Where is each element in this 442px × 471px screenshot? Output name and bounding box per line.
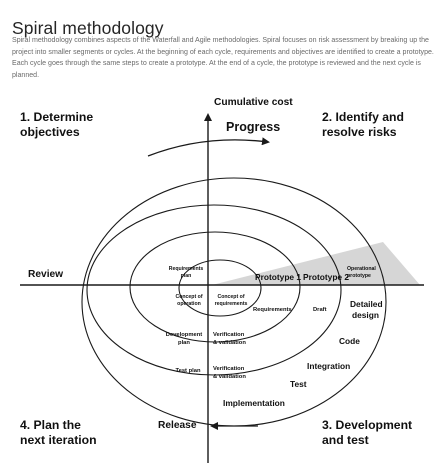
quadrant-2-subtitle: resolve risks [322, 125, 397, 139]
quadrant-1-title: 1. Determine [20, 110, 93, 124]
spiral-loop-2 [129, 231, 301, 343]
detailed-design-label-2: design [352, 310, 379, 320]
operational-prototype-label-2: prototype [347, 273, 371, 279]
verification-validation-label-1b: & validation [213, 340, 246, 346]
verification-validation-label-2b: & validation [213, 374, 246, 380]
progress-arrow [147, 137, 270, 157]
integration-label: Integration [307, 361, 350, 371]
requirements-label: Requirements [253, 307, 292, 313]
concept-of-operation-label: Concept of [175, 294, 202, 300]
test-label: Test [290, 379, 307, 389]
quadrant-3-title: 3. Development [322, 418, 412, 432]
verification-validation-label-2: Verification [213, 366, 245, 372]
draft-label: Draft [313, 307, 327, 313]
requirements-plan-label: Requirements [169, 266, 204, 272]
concept-of-requirements-label-2: requirements [215, 301, 248, 307]
risk-wedge [212, 242, 420, 285]
concept-of-operation-label-2: operation [177, 301, 201, 307]
review-label: Review [28, 269, 63, 280]
quadrant-4-title: 4. Plan the [20, 418, 81, 432]
test-plan-label: Test plan [175, 368, 200, 374]
quadrant-4-subtitle: next iteration [20, 433, 97, 447]
development-plan-label-2: plan [178, 340, 190, 346]
concept-of-requirements-label: Concept of [217, 294, 244, 300]
spiral-loop-1 [178, 259, 262, 317]
detailed-design-label: Detailed [350, 299, 383, 309]
release-label: Release [158, 420, 197, 431]
development-plan-label: Development [166, 332, 202, 338]
operational-prototype-label: Operational [347, 266, 376, 272]
requirements-plan-label-2: plan [181, 273, 192, 279]
page-description: Spiral methodology combines aspects of t… [12, 37, 434, 79]
implementation-label: Implementation [223, 398, 285, 408]
quadrant-2-title: 2. Identify and [322, 110, 404, 124]
cumulative-cost-label: Cumulative cost [214, 97, 293, 108]
verification-validation-label-1: Verification [213, 332, 245, 338]
spiral-loop-3 [86, 204, 342, 376]
quadrant-3-subtitle: and test [322, 433, 369, 447]
prototype-1-label: Prototype 1 [255, 272, 301, 282]
progress-label: Progress [226, 120, 280, 134]
quadrant-1-subtitle: objectives [20, 125, 80, 139]
page-title: Spiral methodology [12, 17, 164, 38]
code-label: Code [339, 336, 360, 346]
prototype-2-label: Prototype 2 [303, 272, 349, 282]
